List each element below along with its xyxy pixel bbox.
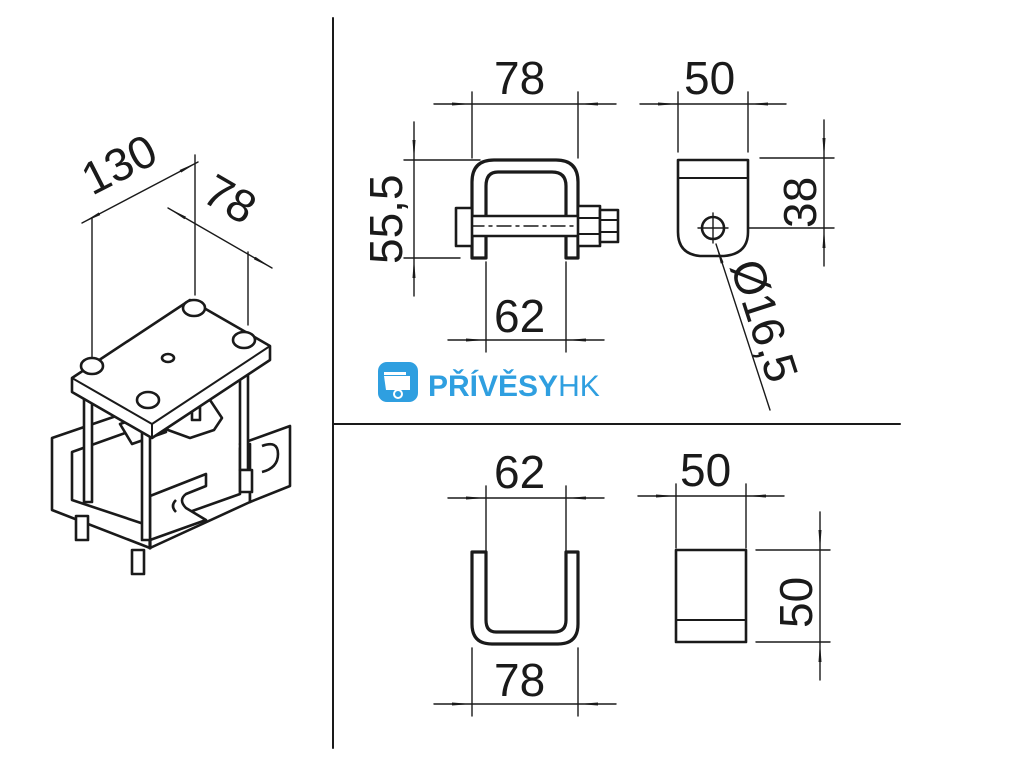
dimension-front-width: 78 [433,52,617,159]
side-height-label: 38 [774,177,826,228]
front-height-label: 55,5 [360,174,412,264]
dimension-u-inner: 62 [447,446,605,553]
plate-side [676,158,750,258]
side-hole-label: Ø16,5 [720,253,808,388]
dimension-u-outer: 78 [433,647,617,717]
front-inner-label: 62 [494,290,545,342]
dimension-front-inner: 62 [447,261,605,353]
trailer-icon [378,362,418,402]
dimension-iso-width: 78 [167,164,273,326]
block-shape [674,548,748,644]
u-bolt-front [454,158,620,260]
dimension-block-height: 50 [755,511,831,681]
block-width-label: 50 [680,444,731,496]
front-width-label: 78 [494,52,545,104]
front-view: 78 55,5 62 [360,52,620,353]
dimension-side-hole: Ø16,5 [715,243,809,411]
u-outer-label: 78 [494,654,545,706]
brand-name-light: HK [558,370,600,403]
iso-width-label: 78 [195,164,265,235]
view-dividers [332,17,901,749]
dimension-side-height: 38 [739,119,835,267]
brand-logo: PŘÍVĚSYHK [378,362,600,403]
iso-length-label: 130 [73,124,165,205]
dimension-side-width: 50 [639,52,787,153]
isometric-view: 130 78 [50,124,292,576]
side-width-label: 50 [684,52,735,104]
u-bracket-shape [470,550,580,646]
u-bracket-view: 62 78 [433,446,617,717]
brand-name-bold: PŘÍVĚSY [428,369,558,403]
block-height-label: 50 [770,577,822,628]
brand-name: PŘÍVĚSYHK [428,369,600,403]
side-view: 50 38 Ø16,5 [639,52,835,411]
block-view: 50 50 [637,444,831,681]
dimension-front-height: 55,5 [360,121,481,297]
iso-top-plate [70,298,272,440]
dimension-block-width: 50 [637,444,785,549]
u-inner-label: 62 [494,446,545,498]
